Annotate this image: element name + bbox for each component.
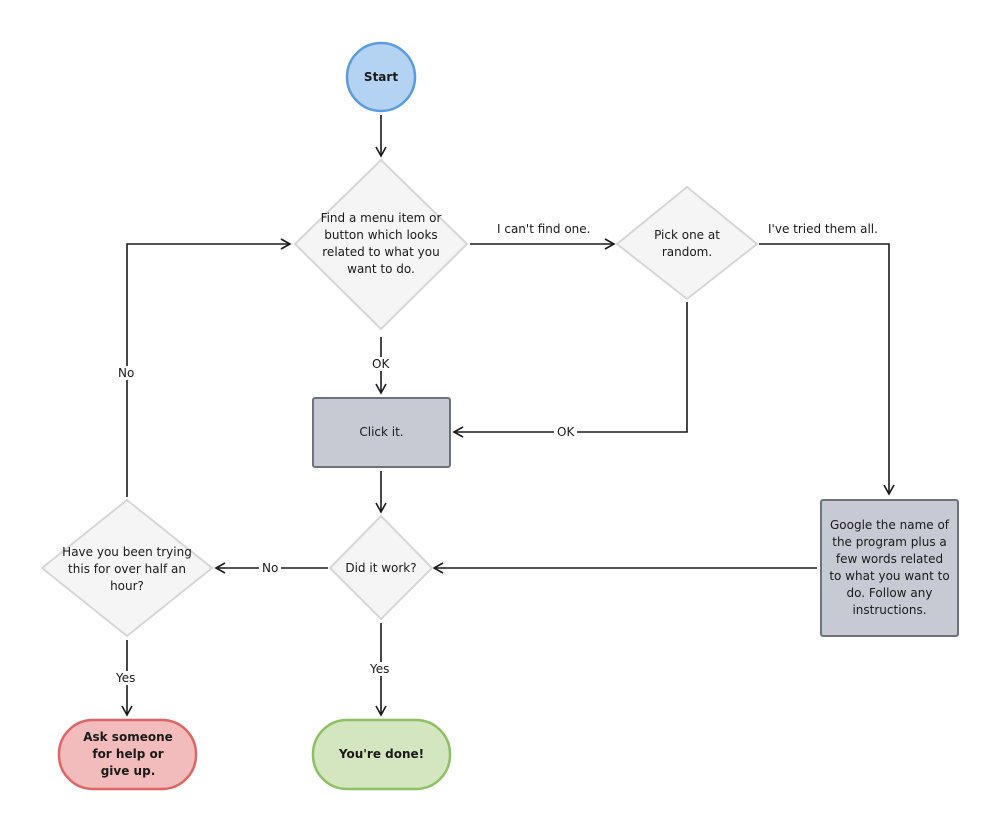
connectors <box>121 115 895 717</box>
find-decision <box>293 158 469 331</box>
pick-decision <box>615 185 759 301</box>
start-node <box>345 41 417 113</box>
edge-pick-to-google <box>759 243 895 496</box>
edge-label-no-tried: No <box>115 366 138 380</box>
done-label: You're done! <box>338 747 425 761</box>
pick-label: Pick one at random. <box>654 228 720 259</box>
start-label: Start <box>363 69 399 84</box>
google-process <box>820 499 959 637</box>
edge-label-yes-tried: Yes <box>113 671 139 685</box>
edge-label-ok-find: OK <box>369 357 393 371</box>
edge-label-ok-pick: OK <box>554 425 578 439</box>
edge-tried-to-find <box>126 238 292 497</box>
done-terminal <box>311 718 452 791</box>
work-decision <box>328 514 434 621</box>
ask-terminal <box>57 718 198 791</box>
click-process <box>312 397 451 468</box>
tried-decision <box>40 498 214 638</box>
edge-label-cant-find: I can't find one. <box>494 222 594 236</box>
find-label: Find a menu item or button which looks r… <box>320 211 442 276</box>
tried-label: Have you been trying this for over half … <box>62 544 192 593</box>
google-label: Google the name of the program plus a fe… <box>829 518 950 617</box>
edge-label-yes-work: Yes <box>367 662 393 676</box>
edge-pick-to-click <box>452 302 688 438</box>
click-label: Click it. <box>359 425 404 439</box>
edge-label-tried-all: I've tried them all. <box>765 222 881 236</box>
work-label: Did it work? <box>345 560 417 575</box>
ask-label: Ask someone for help or give up. <box>83 730 173 778</box>
edge-label-no-work: No <box>259 561 282 575</box>
